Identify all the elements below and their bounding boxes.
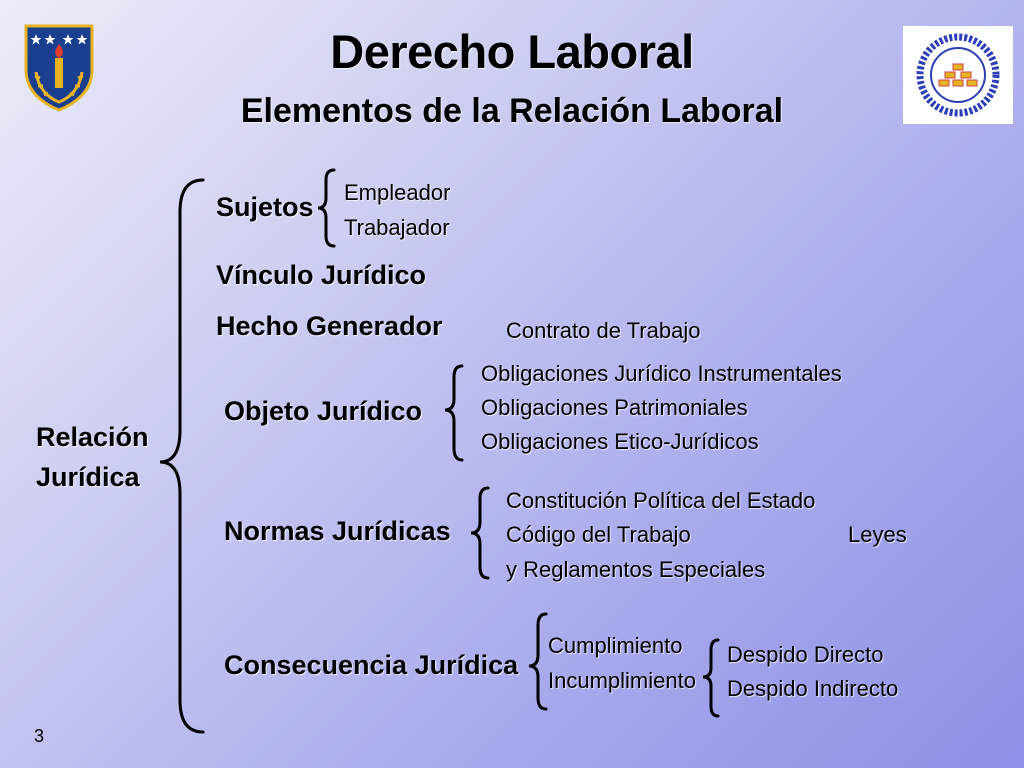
normas-label: Normas Jurídicas — [224, 516, 451, 546]
page-number: 3 — [34, 726, 45, 746]
university-shield-logo — [22, 22, 96, 117]
incumplimiento-item: Despido Indirecto — [727, 676, 899, 701]
sujetos-item: Trabajador — [344, 215, 450, 240]
slide-subtitle: Elementos de la Relación Laboral — [240, 92, 784, 130]
incumplimiento-item: Despido Directo — [727, 642, 884, 667]
brace-normas — [470, 486, 490, 580]
consecuencia-item: Cumplimiento — [548, 633, 683, 658]
root-label-line2: Jurídica — [36, 462, 140, 492]
normas-extra: Leyes — [848, 522, 907, 547]
objeto-item: Obligaciones Patrimoniales — [481, 395, 748, 420]
hecho-detail: Contrato de Trabajo — [506, 318, 701, 343]
faculty-stamp-logo — [903, 26, 1013, 124]
consecuencia-label: Consecuencia Jurídica — [224, 650, 519, 680]
brace-objeto — [444, 364, 464, 462]
vinculo-label: Vínculo Jurídico — [216, 260, 427, 290]
normas-item: Código del Trabajo — [506, 522, 691, 547]
slide-title: Derecho Laboral — [330, 25, 694, 78]
objeto-item: Obligaciones Jurídico Instrumentales — [481, 361, 842, 386]
objeto-label: Objeto Jurídico — [224, 396, 423, 426]
brace-consecuencia — [528, 612, 548, 711]
hecho-label: Hecho Generador — [216, 311, 443, 341]
brace-incumplimiento — [702, 638, 720, 718]
consecuencia-item: Incumplimiento — [548, 668, 696, 693]
brace-sujetos — [317, 168, 336, 248]
sujetos-label: Sujetos — [216, 192, 314, 222]
normas-item: Constitución Política del Estado — [506, 488, 816, 513]
normas-item: y Reglamentos Especiales — [506, 557, 766, 582]
brace-main — [159, 178, 205, 734]
objeto-item: Obligaciones Etico-Jurídicos — [481, 429, 759, 454]
sujetos-item: Empleador — [344, 180, 451, 205]
root-label-line1: Relación — [36, 422, 149, 452]
